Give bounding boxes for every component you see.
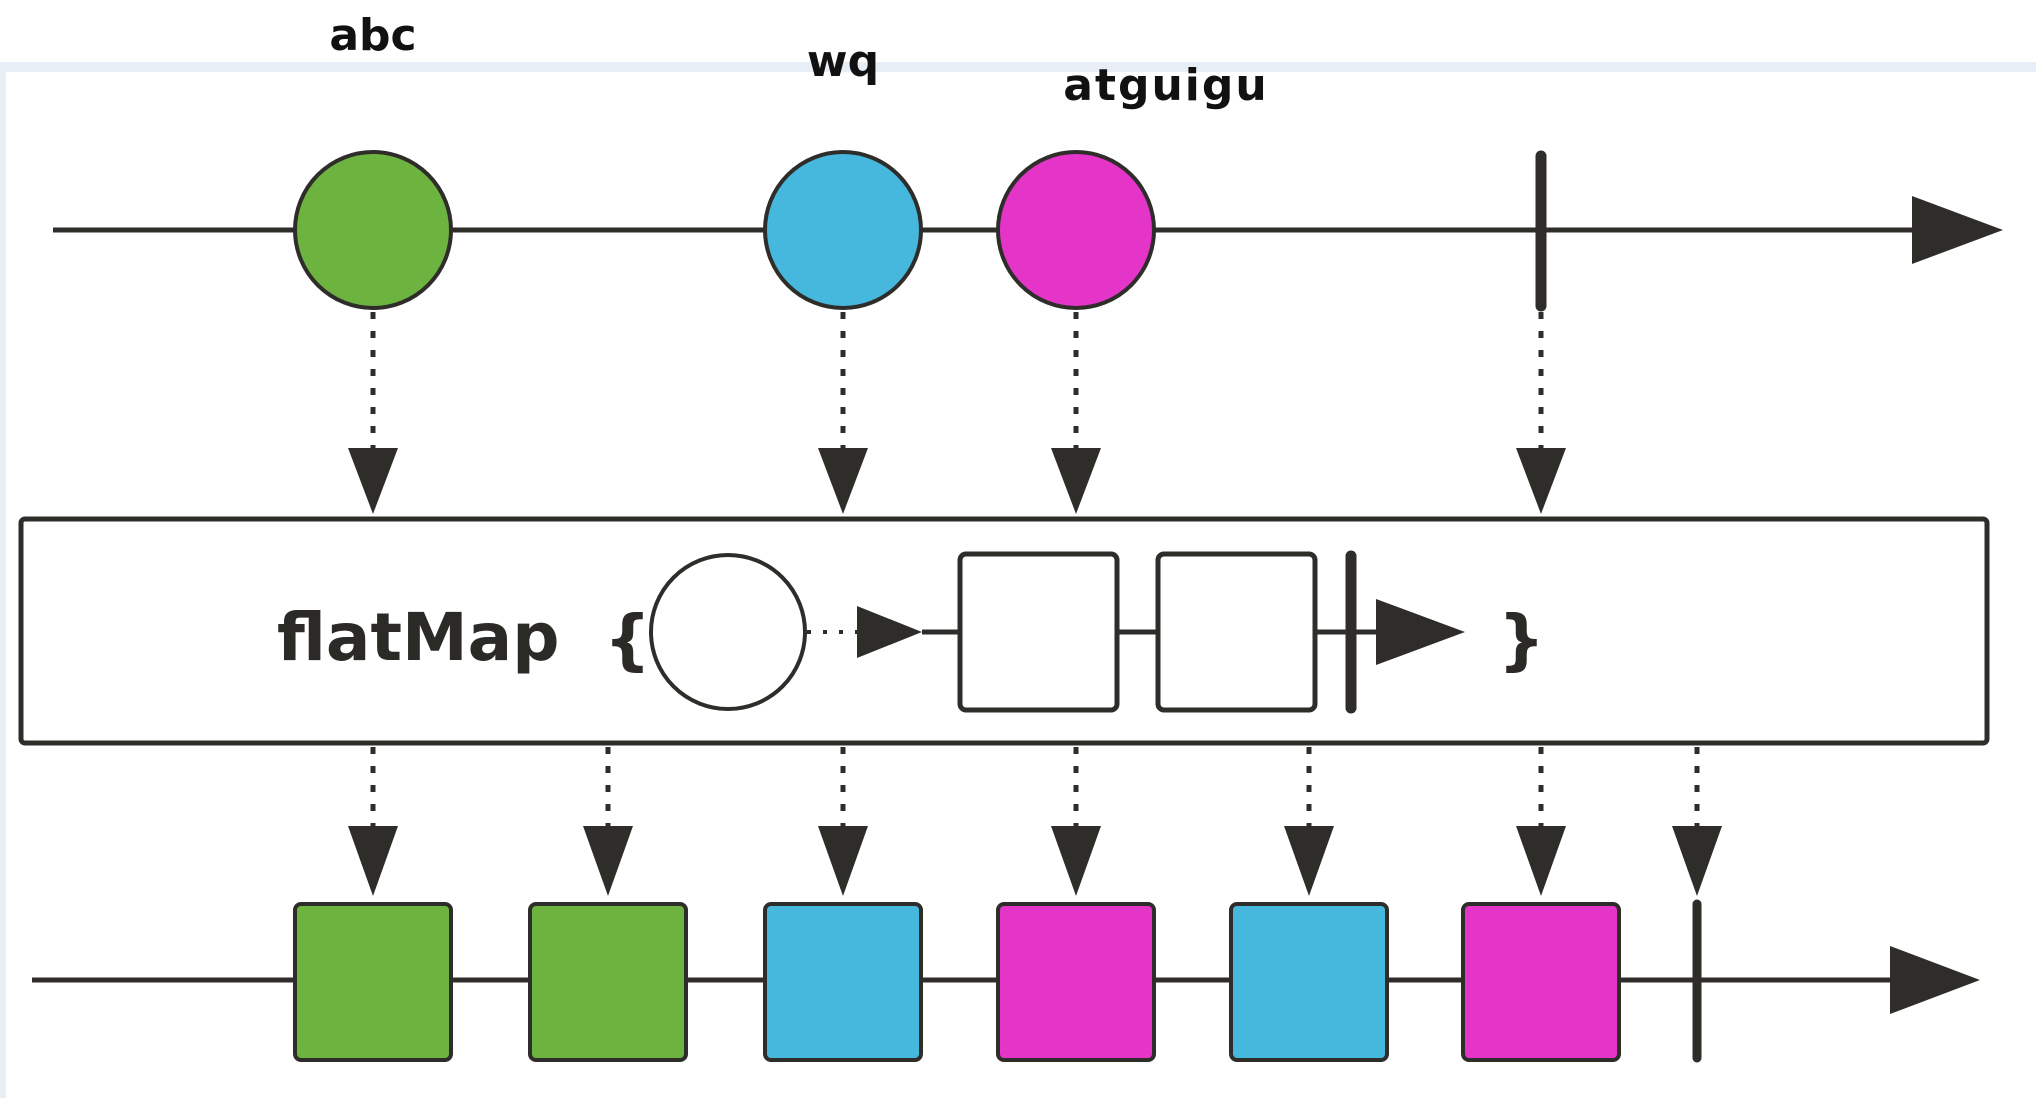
result-square-wq [1229, 902, 1389, 1062]
source-marble-abc [293, 150, 453, 310]
operator-open-brace: { [604, 601, 651, 678]
frame-top-band [0, 62, 2036, 72]
result-square-abc [293, 902, 453, 1062]
result-arrowhead [1284, 826, 1334, 896]
result-arrowhead [1672, 826, 1722, 896]
operator-inner-arrowhead [857, 606, 922, 658]
result-timeline-arrowhead [1890, 946, 1980, 1014]
source-timeline [53, 150, 2003, 312]
result-timeline [32, 899, 1980, 1063]
operator-inner-square-1 [957, 551, 1120, 713]
result-arrowhead [1051, 826, 1101, 896]
operator-inner-square-2 [1155, 551, 1318, 713]
source-to-operator-arrows [348, 312, 1566, 514]
result-square-abc [528, 902, 688, 1062]
operator-to-result-arrows [348, 747, 1722, 896]
source-label-0: abc [329, 10, 416, 61]
operator-inner-end-arrowhead [1376, 599, 1465, 665]
source-arrowhead [1051, 448, 1101, 514]
source-arrowhead [818, 448, 868, 514]
source-marble-wq [763, 150, 923, 310]
operator-close-brace: } [1498, 601, 1545, 678]
result-arrowhead [583, 826, 633, 896]
source-arrowhead [348, 448, 398, 514]
result-square-atguigu [1461, 902, 1621, 1062]
source-marble-atguigu [996, 150, 1156, 310]
result-square-wq [763, 902, 923, 1062]
source-label-1: wq [807, 36, 879, 87]
operator-name: flatMap [277, 599, 559, 676]
result-arrowhead [818, 826, 868, 896]
result-square-atguigu [996, 902, 1156, 1062]
operator-inner-circle [649, 553, 807, 711]
source-timeline-arrowhead [1912, 196, 2003, 264]
source-label-2: atguigu [1063, 60, 1268, 111]
result-arrowhead [348, 826, 398, 896]
source-arrowhead [1516, 448, 1566, 514]
result-arrowhead [1516, 826, 1566, 896]
frame-left-band [0, 62, 6, 1098]
